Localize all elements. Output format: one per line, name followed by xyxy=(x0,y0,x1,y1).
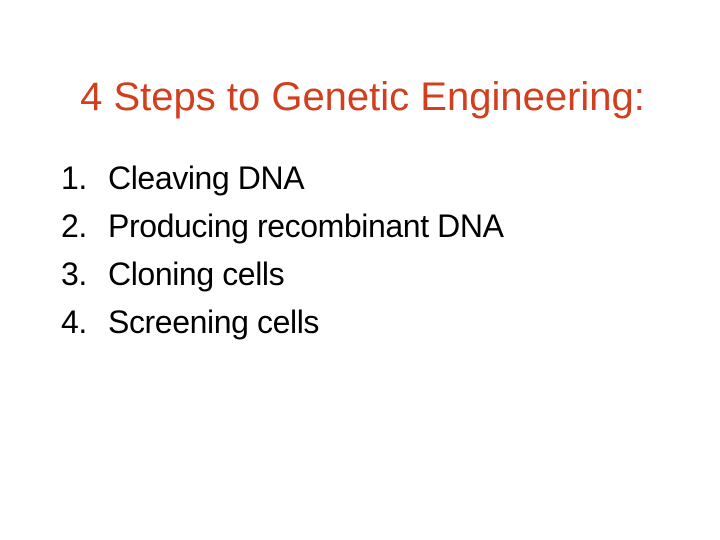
list-item-number: 3. xyxy=(61,256,87,292)
list-item-text: Screening cells xyxy=(108,304,320,340)
list-item: 2. Producing recombinant DNA xyxy=(61,202,504,250)
list-item-text: Cloning cells xyxy=(108,256,285,292)
list-item: 1. Cleaving DNA xyxy=(61,154,504,202)
list-item-number: 1. xyxy=(61,160,87,196)
steps-list: 1. Cleaving DNA 2. Producing recombinant… xyxy=(61,154,504,346)
list-item-text: Producing recombinant DNA xyxy=(108,208,504,244)
slide-title: 4 Steps to Genetic Engineering: xyxy=(80,75,645,119)
list-item-text: Cleaving DNA xyxy=(108,160,305,196)
list-item: 3. Cloning cells xyxy=(61,250,504,298)
list-item-number: 2. xyxy=(61,208,87,244)
list-item-number: 4. xyxy=(61,304,87,340)
list-item: 4. Screening cells xyxy=(61,298,504,346)
